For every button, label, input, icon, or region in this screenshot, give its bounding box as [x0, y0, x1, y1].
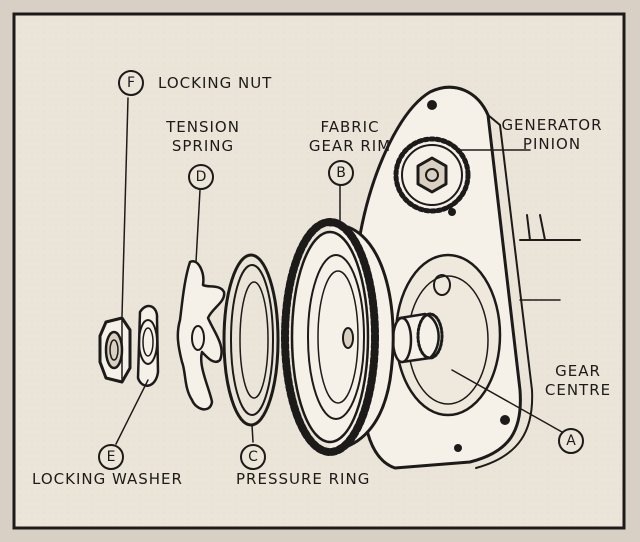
label-gear-centre-line1: GEAR — [555, 362, 601, 380]
gearbox-housing — [358, 85, 581, 470]
badge-d: D — [188, 164, 214, 190]
label-gear-centre-line2: CENTRE — [544, 381, 612, 399]
label-fabric-gear-rim-line2: GEAR RIM — [308, 137, 392, 155]
housing-bolt-hole — [500, 415, 510, 425]
label-pressure-ring: PRESSURE RING — [236, 470, 371, 488]
pressure-ring — [222, 253, 280, 427]
label-locking-washer: LOCKING WASHER — [32, 470, 183, 488]
badge-c: C — [240, 444, 266, 470]
leader-line-a — [451, 369, 563, 433]
leader-lines — [115, 97, 563, 445]
label-fabric-gear-rim-line1: FABRIC — [320, 118, 380, 136]
fabric-gear-rim — [281, 218, 395, 456]
housing-bolt-hole — [448, 208, 456, 216]
leader-line-c — [251, 424, 254, 443]
badge-e: E — [98, 444, 124, 470]
badge-f: F — [118, 70, 144, 96]
leader-line-e — [115, 379, 149, 445]
tension-spring — [176, 260, 226, 411]
label-generator-pinion-line1: GENERATOR — [501, 116, 603, 134]
locking-washer — [136, 304, 160, 387]
leader-line-f — [121, 97, 129, 317]
badge-a: A — [558, 428, 584, 454]
housing-bolt-hole — [454, 444, 462, 452]
label-tension-spring-line1: TENSION — [166, 118, 240, 136]
label-generator-pinion-line2: PINION — [522, 135, 582, 153]
label-locking-nut: LOCKING NUT — [158, 74, 273, 92]
badge-b: B — [328, 160, 354, 186]
gear-centre-hub — [391, 312, 444, 364]
housing-bolt-hole — [427, 100, 437, 110]
leader-line-d — [195, 189, 201, 263]
locking-nut — [98, 316, 132, 384]
generator-pinion — [393, 136, 471, 214]
label-tension-spring-line2: SPRING — [171, 137, 235, 155]
